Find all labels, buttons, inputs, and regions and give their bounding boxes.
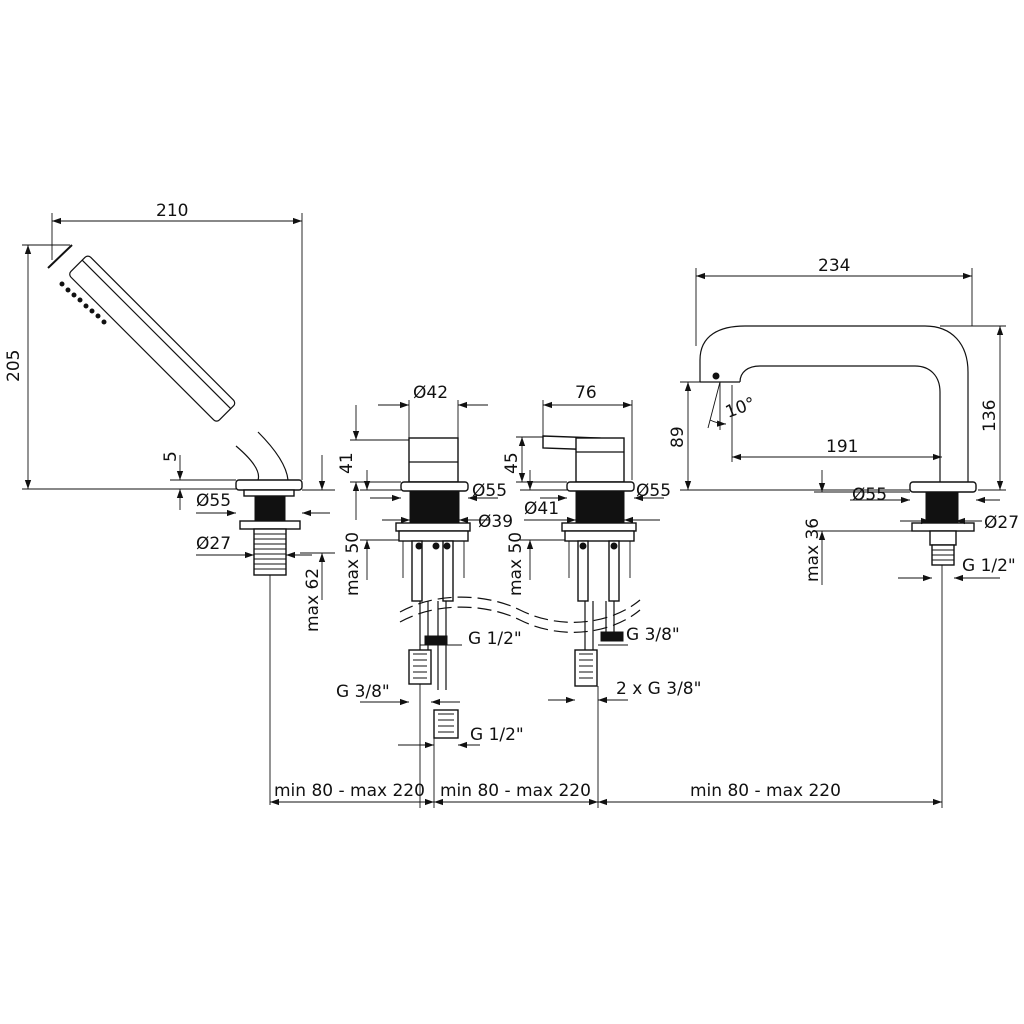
break-line	[399, 596, 641, 633]
mixer-thread-a-label: G 1/2"	[468, 629, 522, 649]
shower-max-depth-label: max 62	[303, 568, 323, 632]
mixer-flange-dia-label: Ø55	[472, 481, 507, 501]
mixer-cylinder-dimensions: Ø42 41 Ø55 Ø39 max 50 G 1/2" G 3/8" G 1/…	[336, 383, 524, 749]
lever-thread-a-label: G 3/8"	[626, 625, 680, 645]
mixer-lever	[542, 435, 637, 808]
shower-flange-dia-label: Ø55	[196, 491, 231, 511]
mixer-lever-dimensions: 76 45 Ø41 Ø55 max 50 G 3/8" 2 x G 3/8"	[502, 383, 701, 704]
spout-reach-label: 191	[826, 437, 858, 457]
spacing-2-label: min 80 - max 220	[440, 781, 591, 801]
mixer-body-dia-label: Ø39	[478, 512, 513, 532]
spout-max-depth-label: max 36	[803, 518, 823, 582]
mixer-cylinder	[395, 437, 471, 808]
spout-angle-label: 10°	[723, 394, 758, 423]
lever-width-label: 76	[575, 383, 597, 403]
spout-outlet-height-label: 89	[668, 426, 688, 448]
spacing-1-label: min 80 - max 220	[274, 781, 425, 801]
spout-height-label: 136	[980, 400, 1000, 432]
mixer-thread-c-label: G 1/2"	[470, 725, 524, 745]
bath-spout-dimensions: 234 136 89 10° 191 Ø55 Ø27 max 36 G 1/2"	[668, 256, 1019, 585]
lever-height-label: 45	[502, 452, 522, 474]
lever-thread-b-label: 2 x G 3/8"	[616, 679, 701, 699]
spout-flange-dia-label: Ø55	[852, 485, 887, 505]
mixer-top-dia-label: Ø42	[413, 383, 448, 403]
bath-spout	[699, 325, 977, 808]
shower-nozzle-dots	[59, 281, 107, 325]
mixer-height-label: 41	[337, 452, 357, 474]
spout-stem-dia-label: Ø27	[984, 513, 1019, 533]
mixer-thread-b-label: G 3/8"	[336, 682, 390, 702]
shower-gap-label: 5	[161, 451, 181, 462]
lever-flange-dia-label: Ø55	[636, 481, 671, 501]
shower-stem-dia-label: Ø27	[196, 534, 231, 554]
hand-shower-dimensions: 210 205 5 Ø55 Ø27 max 62	[4, 201, 335, 632]
lever-body-dia-label: Ø41	[524, 499, 559, 519]
lever-max-depth-label: max 50	[506, 532, 526, 596]
spacing-dimensions: min 80 - max 220 min 80 - max 220 min 80…	[270, 781, 942, 806]
mixer-max-depth-label: max 50	[343, 532, 363, 596]
shower-height-label: 205	[4, 350, 24, 382]
spout-thread-label: G 1/2"	[962, 556, 1016, 576]
spacing-3-label: min 80 - max 220	[690, 781, 841, 801]
spout-width-label: 234	[818, 256, 850, 276]
hand-shower	[47, 244, 303, 805]
shower-width-label: 210	[156, 201, 188, 221]
